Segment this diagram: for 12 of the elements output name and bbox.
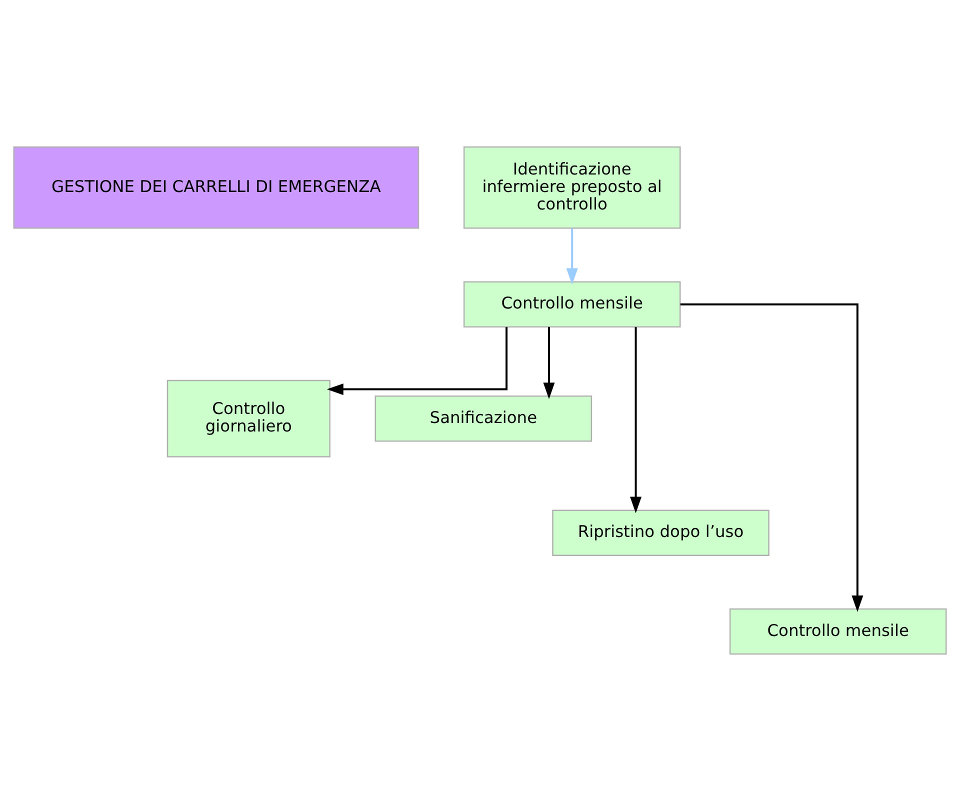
node-box: GESTIONE DEI CARRELLI DI EMERGENZA — [13, 146, 420, 229]
node-box: Controllo giornaliero — [166, 380, 330, 458]
arrow — [326, 327, 508, 396]
arrow — [630, 327, 642, 514]
node-box: Sanificazione — [374, 396, 592, 442]
arrow — [543, 326, 555, 400]
node-box: Controllo mensile — [463, 281, 681, 328]
node-box: Controllo mensile — [729, 608, 947, 655]
arrow — [680, 303, 864, 612]
node-box: Identificazione infermiere preposto al controllo — [463, 146, 681, 229]
node-box: Ripristino dopo l’uso — [552, 510, 770, 556]
arrow — [566, 228, 578, 285]
